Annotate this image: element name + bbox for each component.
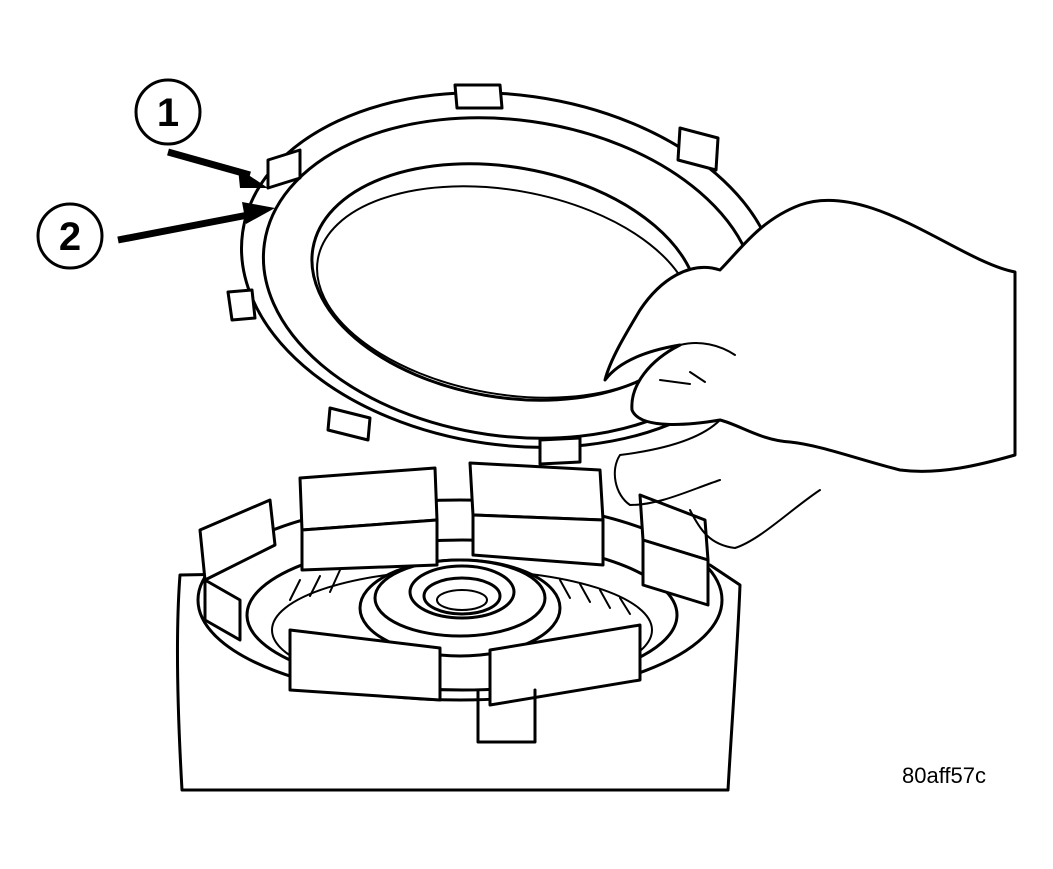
technician-hand: [603, 198, 1017, 549]
callout-1-arrowhead: [238, 168, 268, 188]
clutch-drum: [175, 461, 742, 792]
callout-2: 2: [36, 202, 275, 270]
callout-1-number: 1: [157, 91, 179, 135]
callout-1-arrow: [167, 148, 251, 179]
callout-2-number: 2: [59, 215, 81, 259]
callout-1: 1: [134, 78, 268, 188]
callout-2-arrow: [117, 211, 249, 244]
callout-2-arrowhead: [242, 202, 275, 224]
figure-code: 80aff57c: [902, 763, 986, 788]
reaction-plate: [226, 83, 802, 466]
